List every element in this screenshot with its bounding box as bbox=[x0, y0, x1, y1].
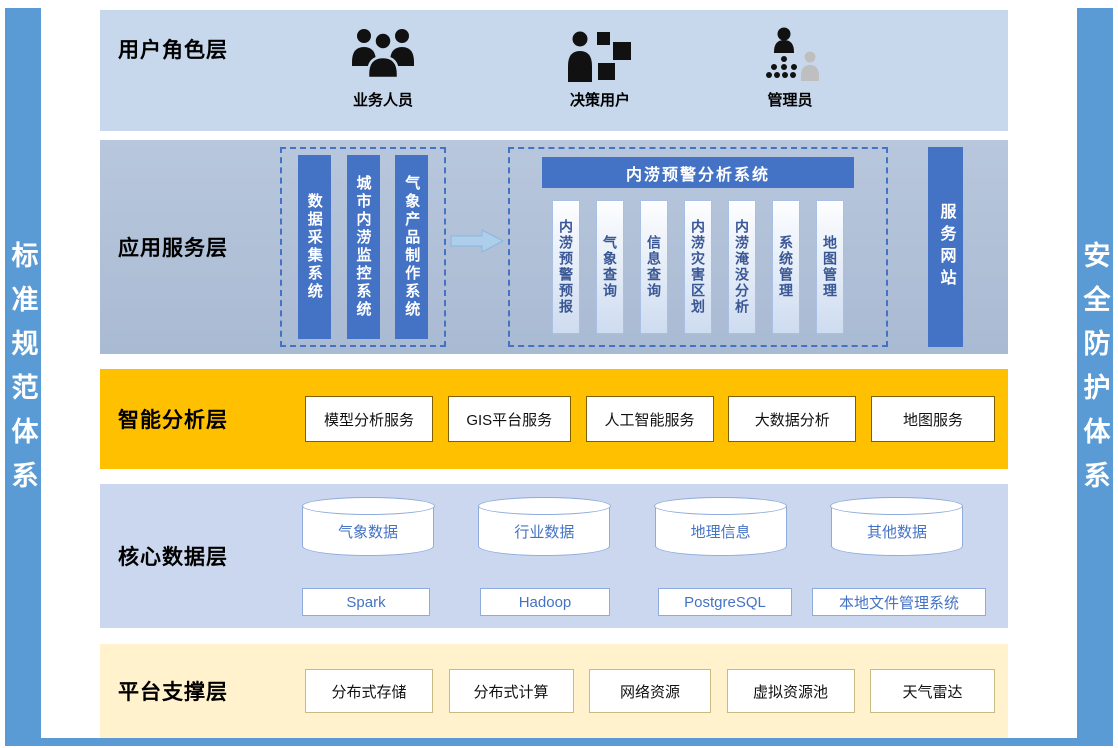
module-item: 内涝预警预报 bbox=[552, 200, 580, 334]
standards-sidebar-label: 标准规范体系 bbox=[7, 241, 38, 505]
module-label: 内涝灾害区划 bbox=[690, 219, 706, 315]
module-label: 地图管理 bbox=[822, 235, 838, 299]
resource-box: 分布式计算 bbox=[448, 669, 574, 713]
role-label: 决策用户 bbox=[569, 92, 630, 109]
analysis-service-row: 模型分析服务 GIS平台服务 人工智能服务 大数据分析 地图服务 bbox=[305, 396, 995, 442]
warning-module-row: 内涝预警预报 气象查询 信息查询 内涝灾害区划 内涝淹没分析 系统管理 地图管理 bbox=[510, 188, 886, 334]
source-system-label: 城市内涝监控系统 bbox=[354, 175, 372, 319]
database-cylinder: 其他数据 bbox=[830, 497, 964, 556]
source-system-label: 气象产品制作系统 bbox=[403, 175, 421, 319]
source-systems-group: 数据采集系统 城市内涝监控系统 气象产品制作系统 bbox=[280, 147, 446, 347]
resource-box: 虚拟资源池 bbox=[726, 669, 855, 713]
security-sidebar: 安全防护体系 bbox=[1077, 8, 1113, 738]
analysis-layer-title: 智能分析层 bbox=[118, 409, 228, 432]
storage-box: 本地文件管理系统 bbox=[812, 588, 986, 616]
user-role-layer: 用户角色层 业务人员 bbox=[100, 10, 1008, 131]
module-item: 系统管理 bbox=[772, 200, 800, 334]
role-administrator: 管理员 bbox=[725, 24, 855, 110]
module-label: 气象查询 bbox=[602, 235, 618, 299]
resource-box: 天气雷达 bbox=[870, 669, 995, 713]
role-decision-user: 决策用户 bbox=[535, 24, 665, 110]
flow-arrow-icon bbox=[450, 228, 505, 259]
decision-user-icon bbox=[567, 24, 633, 82]
source-system-bar: 气象产品制作系统 bbox=[395, 155, 429, 339]
service-box: 大数据分析 bbox=[728, 396, 857, 442]
service-website-bar: 服务网站 bbox=[928, 147, 963, 347]
module-label: 系统管理 bbox=[778, 235, 794, 299]
app-service-layer: 应用服务层 数据采集系统 城市内涝监控系统 气象产品制作系统 内涝预警分析系统 … bbox=[100, 140, 1008, 354]
database-cylinder: 气象数据 bbox=[301, 497, 435, 556]
service-website-label: 服务网站 bbox=[937, 203, 955, 291]
bottom-accent-strip bbox=[5, 738, 1113, 746]
security-sidebar-label: 安全防护体系 bbox=[1079, 241, 1110, 505]
service-box: GIS平台服务 bbox=[447, 396, 571, 442]
storage-box: Hadoop bbox=[480, 588, 610, 616]
resource-box: 网络资源 bbox=[589, 669, 711, 713]
source-system-label: 数据采集系统 bbox=[305, 193, 323, 301]
role-business-staff: 业务人员 bbox=[318, 24, 448, 110]
role-label: 管理员 bbox=[767, 92, 813, 109]
service-box: 地图服务 bbox=[871, 396, 995, 442]
resource-box: 分布式存储 bbox=[305, 669, 433, 713]
module-item: 气象查询 bbox=[596, 200, 624, 334]
platform-resource-row: 分布式存储 分布式计算 网络资源 虚拟资源池 天气雷达 bbox=[305, 669, 995, 713]
data-layer: 核心数据层 气象数据 行业数据 地理信息 其他数据 Spark Hadoop P… bbox=[100, 484, 1008, 628]
module-item: 地图管理 bbox=[816, 200, 844, 334]
database-cylinder: 地理信息 bbox=[654, 497, 788, 556]
warning-system-title: 内涝预警分析系统 bbox=[542, 157, 854, 188]
database-cylinder: 行业数据 bbox=[477, 497, 611, 556]
app-service-layer-title: 应用服务层 bbox=[118, 237, 228, 260]
service-box: 人工智能服务 bbox=[585, 396, 714, 442]
database-label: 其他数据 bbox=[866, 524, 927, 541]
database-label: 气象数据 bbox=[337, 524, 398, 541]
database-row: 气象数据 行业数据 地理信息 其他数据 bbox=[301, 497, 964, 556]
service-box: 模型分析服务 bbox=[305, 396, 433, 442]
platform-layer: 平台支撑层 分布式存储 分布式计算 网络资源 虚拟资源池 天气雷达 bbox=[100, 644, 1008, 738]
role-label: 业务人员 bbox=[352, 92, 413, 109]
admin-network-icon bbox=[759, 24, 821, 82]
platform-layer-title: 平台支撑层 bbox=[118, 681, 228, 704]
user-role-layer-title: 用户角色层 bbox=[118, 39, 228, 62]
source-system-bar: 数据采集系统 bbox=[297, 155, 331, 339]
module-label: 内涝淹没分析 bbox=[734, 219, 750, 315]
analysis-layer: 智能分析层 模型分析服务 GIS平台服务 人工智能服务 大数据分析 地图服务 bbox=[100, 369, 1008, 469]
database-label: 行业数据 bbox=[514, 524, 575, 541]
source-system-bar: 城市内涝监控系统 bbox=[346, 155, 380, 339]
module-item: 内涝淹没分析 bbox=[728, 200, 756, 334]
warning-system-group: 内涝预警分析系统 内涝预警预报 气象查询 信息查询 内涝灾害区划 内涝淹没分析 … bbox=[508, 147, 888, 347]
module-label: 内涝预警预报 bbox=[558, 219, 574, 315]
module-item: 内涝灾害区划 bbox=[684, 200, 712, 334]
storage-box: PostgreSQL bbox=[658, 588, 792, 616]
database-label: 地理信息 bbox=[690, 524, 751, 541]
storage-box: Spark bbox=[302, 588, 430, 616]
people-group-icon bbox=[351, 24, 415, 82]
standards-sidebar: 标准规范体系 bbox=[5, 8, 41, 738]
data-layer-title: 核心数据层 bbox=[118, 546, 228, 569]
module-item: 信息查询 bbox=[640, 200, 668, 334]
module-label: 信息查询 bbox=[646, 235, 662, 299]
